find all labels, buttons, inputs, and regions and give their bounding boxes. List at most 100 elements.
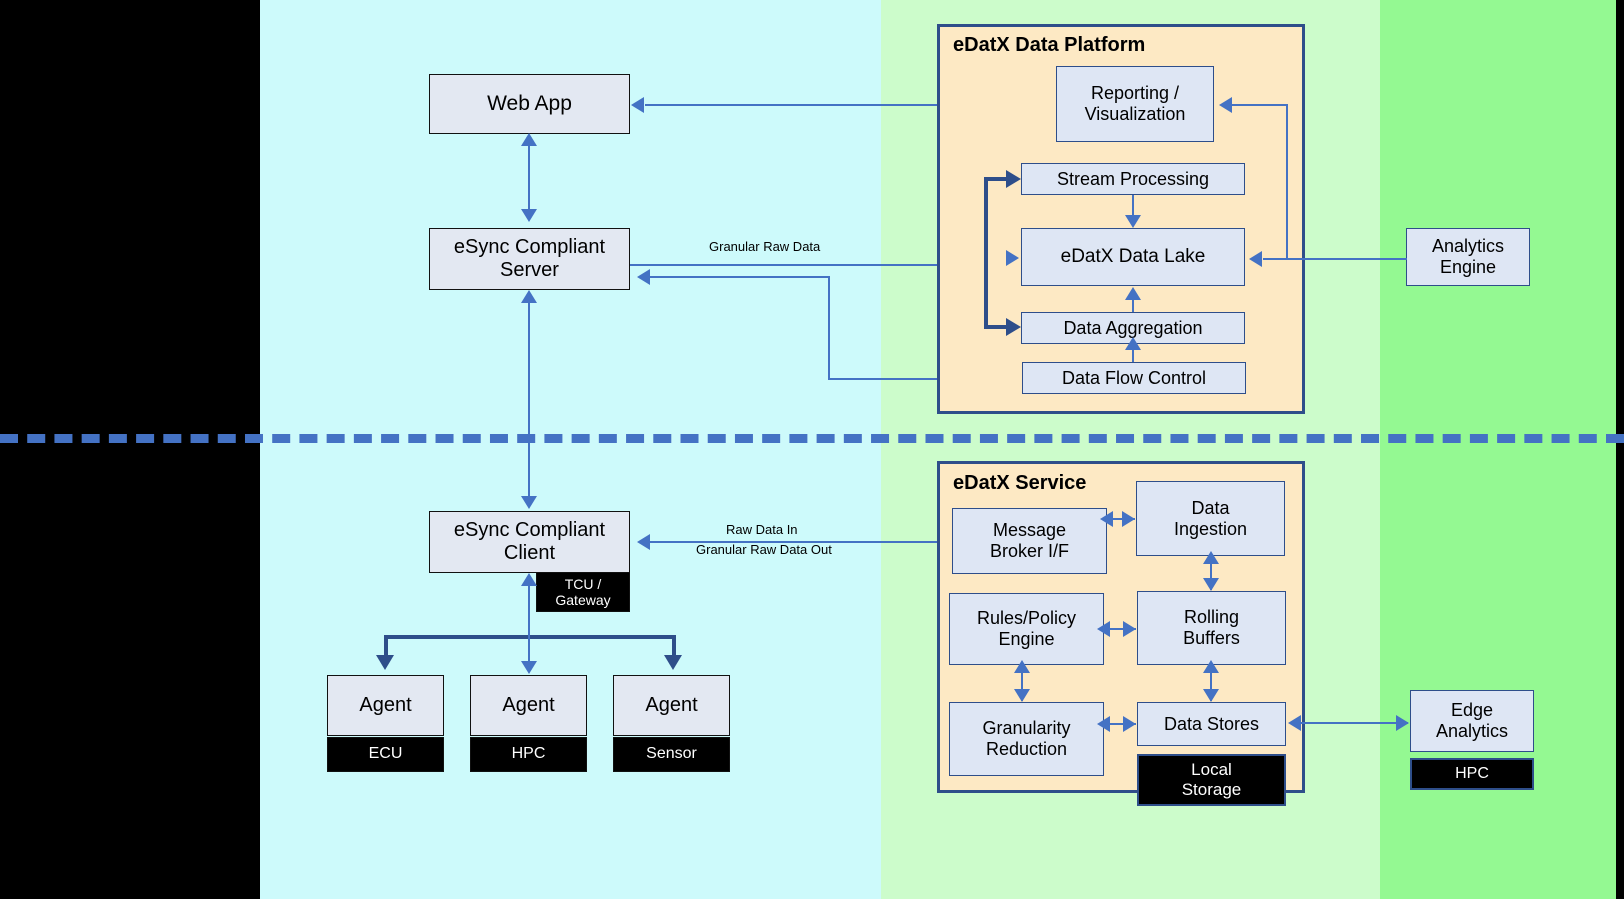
connector-flowcontrol-to-aggregation (1132, 348, 1134, 362)
arrow-bus-to-agent-sensor (664, 655, 682, 670)
arrow-stores-to-buffers (1203, 660, 1219, 673)
connector-rules-buffers (1106, 628, 1136, 630)
node-data-ingestion-line2: Ingestion (1173, 518, 1248, 539)
arrow-fork-to-lake (1006, 250, 1019, 266)
node-data-aggregation-label: Data Aggregation (1063, 317, 1203, 338)
node-rules-policy-line2: Engine (998, 629, 1055, 649)
node-rules-policy-line1: Rules/Policy (976, 608, 1077, 629)
node-edge-analytics-line2: Analytics (1435, 721, 1509, 741)
node-agent-ecu-tag: ECU (327, 737, 444, 772)
node-granularity-reduction-line2: Reduction (985, 739, 1068, 759)
arrow-agenthpc-to-client (521, 573, 537, 586)
connector-flowcontrol-v (828, 276, 830, 379)
connector-analyticsengine-branch-v (1286, 104, 1288, 259)
node-agent-hpc-tag: HPC (470, 737, 587, 772)
connector-server-client (528, 298, 530, 498)
cloud-edge-divider (0, 434, 1624, 443)
connector-fork-vertical (984, 179, 988, 329)
node-esync-client-line1: eSync Compliant (453, 519, 606, 541)
node-edge-analytics-tag: HPC (1410, 758, 1534, 790)
node-edge-analytics[interactable]: Edge Analytics (1410, 690, 1534, 752)
connector-ingestion-buffers (1210, 558, 1212, 590)
node-data-stores-label: Data Stores (1163, 713, 1260, 734)
arrow-aggregation-to-lake (1125, 287, 1141, 300)
node-web-app-label: Web App (487, 91, 572, 115)
node-stream-processing[interactable]: Stream Processing (1021, 163, 1245, 195)
arrow-analyticsengine-to-lake (1249, 251, 1262, 267)
node-analytics-engine-line2: Engine (1439, 257, 1497, 277)
node-agent-sensor-tag: Sensor (613, 737, 730, 772)
connector-granularity-stores (1106, 723, 1136, 725)
node-edge-analytics-tag-label: HPC (1455, 764, 1489, 782)
connector-agent-bus (385, 635, 675, 639)
connector-service-to-client (650, 541, 950, 543)
node-agent-sensor-tag-label: Sensor (646, 745, 697, 763)
node-tcu-gateway-line2: Gateway (555, 592, 611, 608)
connector-client-to-agent-hpc (528, 582, 530, 664)
edge-label-raw-data-in: Raw Data In (726, 522, 798, 537)
arrow-granularity-to-rules (1014, 660, 1030, 673)
node-esync-compliant-client[interactable]: eSync Compliant Client (429, 511, 630, 573)
node-agent-sensor[interactable]: Agent (613, 675, 730, 736)
node-agent-sensor-label: Agent (645, 694, 698, 716)
arrow-webapp-server-up (521, 133, 537, 146)
node-local-storage-line1: Local (1191, 760, 1232, 780)
node-granularity-reduction[interactable]: Granularity Reduction (949, 702, 1104, 776)
arrow-ingestion-to-broker (1100, 511, 1113, 527)
connector-flowcontrol-to-server (650, 276, 829, 278)
group-title-edatx-service: eDatX Service (953, 472, 1086, 495)
connector-flowcontrol-h (828, 378, 1028, 380)
node-local-storage: Local Storage (1137, 754, 1286, 806)
connector-fork-to-stream (984, 177, 1007, 181)
node-edatx-data-lake[interactable]: eDatX Data Lake (1021, 228, 1245, 286)
connector-analyticsengine-branch-h (1232, 104, 1288, 106)
connector-fork-to-aggregation (984, 325, 1007, 329)
group-title-edatx-data-platform: eDatX Data Platform (953, 34, 1145, 57)
node-rules-policy-engine[interactable]: Rules/Policy Engine (949, 593, 1104, 665)
connector-reporting-to-webapp (645, 104, 1055, 106)
connector-buffers-stores (1210, 667, 1212, 701)
node-edatx-data-lake-label: eDatX Data Lake (1060, 246, 1206, 268)
node-rolling-buffers[interactable]: Rolling Buffers (1137, 591, 1286, 665)
node-data-flow-control-label: Data Flow Control (1061, 367, 1207, 388)
node-analytics-engine-line1: Analytics (1431, 236, 1505, 257)
node-agent-hpc[interactable]: Agent (470, 675, 587, 736)
arrow-reporting-to-webapp (631, 97, 644, 113)
arrow-granularity-to-stores (1123, 716, 1136, 732)
node-data-ingestion-line1: Data (1191, 497, 1230, 518)
node-agent-ecu[interactable]: Agent (327, 675, 444, 736)
node-edge-analytics-line1: Edge (1450, 700, 1494, 721)
node-reporting-visualization[interactable]: Reporting / Visualization (1056, 66, 1214, 142)
node-rolling-buffers-line1: Rolling (1183, 607, 1240, 628)
node-agent-hpc-label: Agent (502, 694, 555, 716)
node-analytics-engine[interactable]: Analytics Engine (1406, 228, 1530, 286)
connector-stream-to-lake (1132, 195, 1134, 217)
edge-label-granular-raw-data-out: Granular Raw Data Out (696, 542, 832, 557)
node-data-stores[interactable]: Data Stores (1137, 702, 1286, 746)
node-reporting-line1: Reporting / (1090, 83, 1180, 104)
connector-agent-bus-right (672, 635, 676, 657)
connector-server-to-datalake (630, 264, 1020, 266)
arrow-rules-to-buffers (1123, 621, 1136, 637)
arrow-ingestion-to-buffers (1203, 578, 1219, 591)
node-agent-hpc-tag-label: HPC (511, 745, 546, 763)
edge-label-granular-raw-data: Granular Raw Data (709, 239, 820, 254)
arrow-server-client-down (521, 496, 537, 509)
node-message-broker[interactable]: Message Broker I/F (952, 508, 1107, 574)
node-stream-processing-label: Stream Processing (1056, 168, 1210, 189)
node-data-ingestion[interactable]: Data Ingestion (1136, 481, 1285, 556)
node-data-flow-control[interactable]: Data Flow Control (1022, 362, 1246, 394)
node-esync-client-line2: Client (503, 542, 556, 564)
arrow-webapp-server-down (521, 209, 537, 222)
node-esync-server-label-line2: Server (500, 259, 559, 281)
node-esync-compliant-server[interactable]: eSync Compliant Server (429, 228, 630, 290)
edge-label-granular-raw-data-text: Granular Raw Data (709, 239, 821, 254)
node-web-app[interactable]: Web App (429, 74, 630, 134)
group-title-edatx-service-text: eDatX Service (953, 472, 1087, 494)
arrow-fork-to-aggregation (1006, 318, 1021, 336)
arrow-buffers-to-stores (1203, 689, 1219, 702)
arrow-bus-to-agent-ecu (376, 655, 394, 670)
connector-agent-bus-left (384, 635, 388, 657)
node-message-broker-line1: Message (992, 520, 1067, 541)
node-tcu-gateway: TCU / Gateway (536, 572, 630, 612)
